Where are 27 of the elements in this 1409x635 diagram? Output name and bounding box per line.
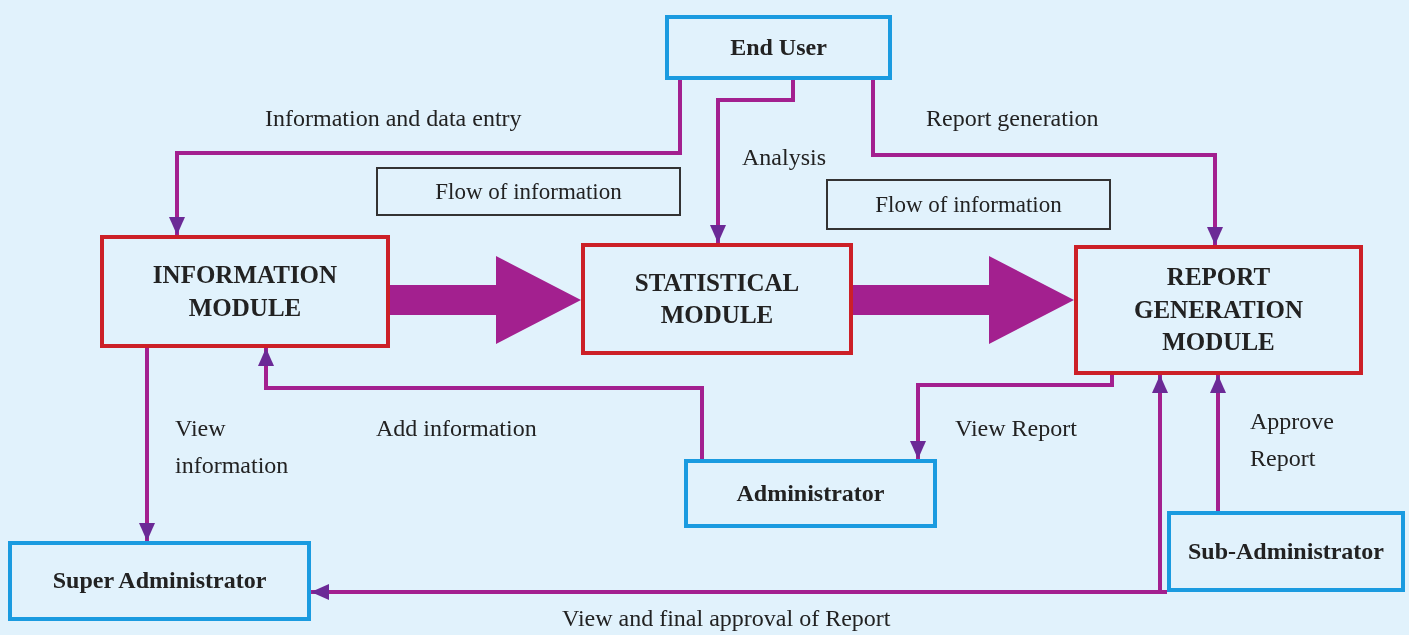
arrow xyxy=(871,80,1223,245)
edge-label: Add information xyxy=(376,414,537,443)
actor-box: Super Administrator xyxy=(8,541,311,621)
edge-label: View Report xyxy=(955,414,1077,443)
note-box: Flow of information xyxy=(376,167,681,216)
arrow xyxy=(169,80,682,235)
edge-label: Report generation xyxy=(926,104,1099,133)
module-box: STATISTICAL MODULE xyxy=(581,243,853,355)
actor-box: Sub-Administrator xyxy=(1167,511,1405,592)
edge-label: View and final approval of Report xyxy=(562,604,891,633)
edge-label: Analysis xyxy=(742,143,826,172)
edge-label: Information and data entry xyxy=(265,104,522,133)
thick-arrow xyxy=(853,256,1074,344)
arrow xyxy=(1210,375,1226,511)
module-box: REPORT GENERATION MODULE xyxy=(1074,245,1363,375)
module-box: INFORMATION MODULE xyxy=(100,235,390,348)
actor-box: Administrator xyxy=(684,459,937,528)
arrow xyxy=(139,348,155,541)
edge-label: View information xyxy=(175,414,290,481)
thick-arrow xyxy=(390,256,581,344)
arrow xyxy=(311,584,1167,600)
arrow xyxy=(710,80,795,243)
arrow xyxy=(258,348,704,459)
arrow xyxy=(910,375,1114,459)
actor-box: End User xyxy=(665,15,892,80)
edge-label: Approve Report xyxy=(1250,407,1335,474)
note-box: Flow of information xyxy=(826,179,1111,230)
